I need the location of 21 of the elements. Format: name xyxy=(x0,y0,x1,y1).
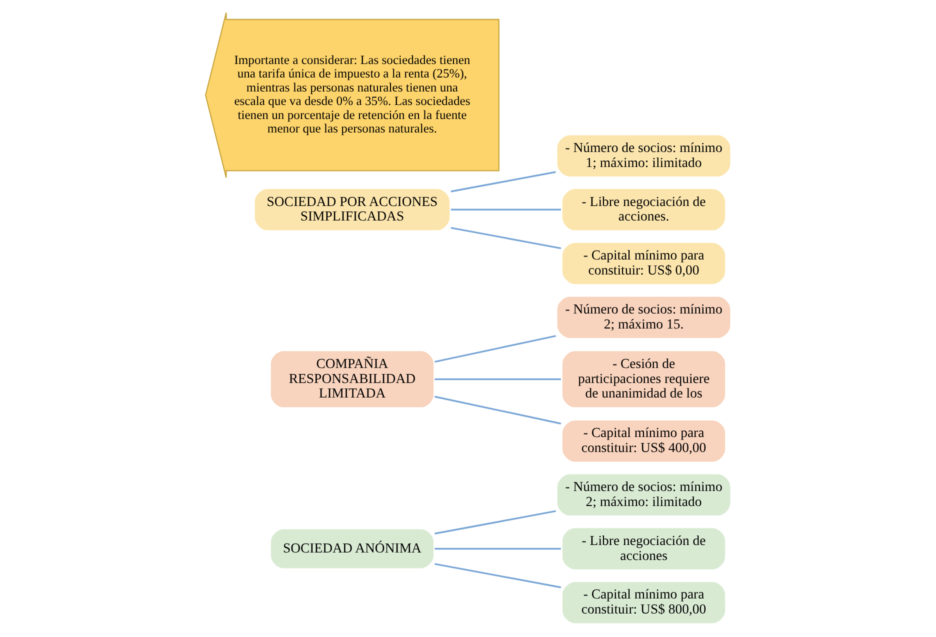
node-box: - Capital mínimo para constituir: US$ 0,00 xyxy=(560,240,727,286)
node-box: - Capital mínimo para constituir: US$ 800,00 xyxy=(560,580,727,626)
connector xyxy=(450,208,560,211)
node-box: SOCIEDAD POR ACCIONES SIMPLIFICADAS xyxy=(252,186,452,233)
node-box: - Capital mínimo para constituir: US$ 400,00 xyxy=(560,418,727,464)
connector xyxy=(434,396,561,424)
connector xyxy=(434,335,556,363)
node-box: COMPAÑIA RESPONSABILIDAD LIMITADA xyxy=(268,348,436,410)
connector xyxy=(434,510,556,534)
connector xyxy=(450,226,561,250)
node-box: - Cesión de participaciones requiere de unanimidad de los xyxy=(560,348,727,410)
connector xyxy=(434,378,560,380)
node-box: - Número de socios: mínimo 2; máximo 15. xyxy=(554,294,732,340)
connector xyxy=(434,548,560,550)
node-box: - Libre negociación de acciones xyxy=(560,526,727,572)
node-box: - Libre negociación de acciones. xyxy=(560,186,727,233)
node-box: - Número de socios: mínimo 1; máximo: ilimitado xyxy=(554,132,732,179)
node-box: SOCIEDAD ANÓNIMA xyxy=(268,527,436,571)
node-box: - Número de socios: mínimo 2; máximo: ilimitado xyxy=(554,472,732,518)
connector xyxy=(450,171,556,192)
connector xyxy=(434,563,561,588)
